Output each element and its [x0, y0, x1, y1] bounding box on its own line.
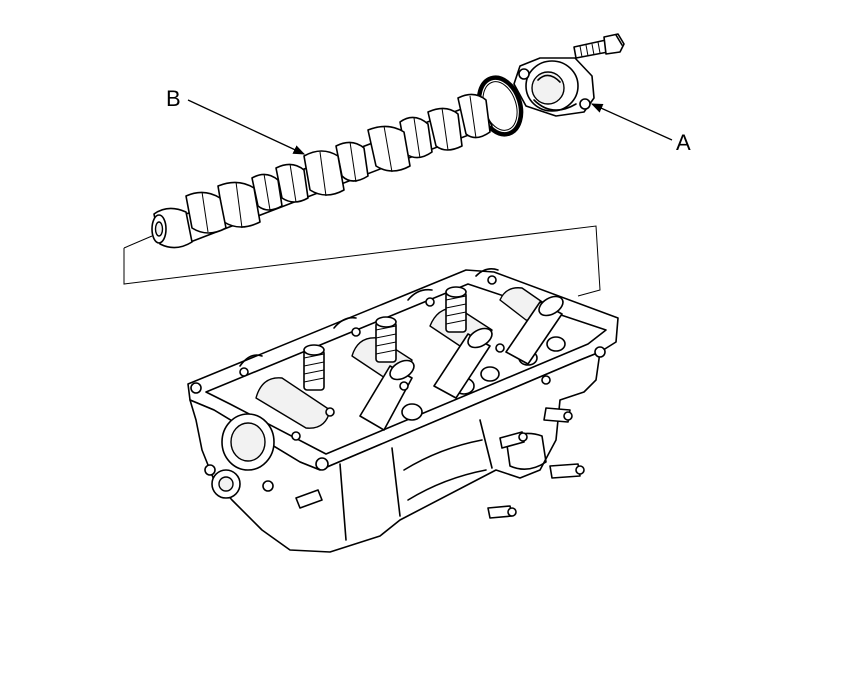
- installation-bracket: [123, 225, 601, 297]
- callout-label-a: A: [676, 130, 691, 155]
- bolt: [573, 33, 625, 59]
- callout-label-b: B: [166, 86, 181, 111]
- leader-line-a: [590, 103, 673, 141]
- spark-plug-tubes: [359, 295, 564, 431]
- camshaft: [151, 93, 493, 249]
- camshaft-holder: [513, 57, 595, 117]
- leader-line-b: [187, 99, 306, 155]
- cylinder-head: [187, 268, 619, 553]
